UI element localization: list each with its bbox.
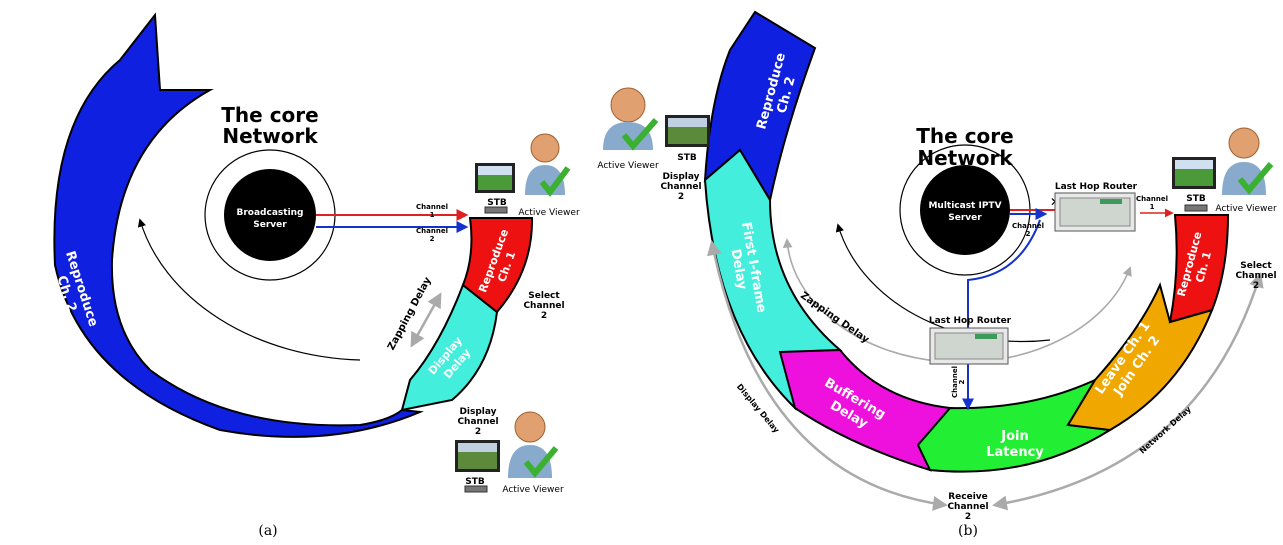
viewer-icon-left (603, 87, 659, 151)
first-iframe-label-line2: Delay (728, 248, 750, 291)
channel2-label-b-line1: Channel (1012, 222, 1044, 230)
zapping-delay-arrow (410, 292, 442, 348)
panel-a: The core Network Broadcasting Server Cha… (53, 12, 580, 539)
zapping-delay-label: Zapping Delay (386, 275, 434, 352)
select-channel-b-line3: 2 (1253, 281, 1259, 291)
display-channel-line2: Channel (457, 417, 498, 427)
channel2-label-b-line2: 2 (1026, 230, 1031, 238)
caption-a: (a) (258, 523, 277, 539)
stb-label-left: STB (677, 153, 697, 163)
channel1-label-line1: Channel (416, 203, 448, 211)
zapping-arc-arrow (137, 218, 361, 361)
network-delay-arrow (992, 272, 1264, 511)
server-label-line2-b: Server (948, 213, 982, 223)
select-channel-line1: Select (528, 291, 560, 301)
stb-label: STB (487, 198, 507, 208)
channel2-vertical-label-line2: 2 (958, 379, 966, 384)
server-label-line1: Broadcasting (237, 208, 304, 218)
viewer-label-bottom: Active Viewer (502, 485, 564, 495)
stb-icon-bottom (464, 485, 488, 493)
network-delay-label-b: Network Delay (1138, 404, 1194, 455)
join-latency-label-line2: Latency (986, 445, 1044, 460)
tv-icon (475, 163, 515, 193)
viewer-icon-right (1222, 127, 1274, 195)
segment-display-delay (400, 283, 499, 412)
segment-reproduce-ch1 (461, 217, 534, 314)
stb-icon-right (1184, 204, 1208, 212)
last-hop-router-top (1054, 192, 1136, 232)
caption-b: (b) (958, 523, 978, 539)
channel2-label-line2: 2 (430, 235, 435, 243)
tv-icon-right (1172, 157, 1216, 189)
tv-icon-bottom (455, 440, 500, 472)
viewer-label: Active Viewer (518, 208, 580, 218)
router-mid-label: Last Hop Router (929, 316, 1012, 326)
select-channel-b-line2: Channel (1235, 271, 1276, 281)
select-channel-b-line1: Select (1240, 261, 1272, 271)
channel1-label-b-line2: 1 (1150, 203, 1155, 211)
display-channel-b-line1: Display (662, 172, 699, 182)
viewer-icon-bottom (508, 411, 559, 478)
router-top-label: Last Hop Router (1055, 182, 1138, 192)
channel2-path-b (962, 219, 1041, 411)
select-channel-line3: 2 (541, 311, 547, 321)
multicast-server-node (920, 165, 1010, 255)
viewer-icon (525, 133, 571, 197)
stb-label-right: STB (1186, 194, 1206, 204)
panel-b: ✕ (597, 10, 1277, 539)
stb-label-bottom: STB (465, 477, 485, 487)
core-title-line1-b: The core (916, 124, 1013, 148)
server-label-line2: Server (253, 220, 287, 230)
select-channel-line2: Channel (523, 301, 564, 311)
channel2-vertical-label-line1: Channel (951, 366, 959, 398)
display-channel-line1: Display (459, 407, 496, 417)
last-hop-router-mid (929, 327, 1009, 365)
core-title-line2: Network (222, 124, 318, 148)
display-channel-b-line2: Channel (660, 182, 701, 192)
receive-channel-line1: Receive (948, 492, 988, 502)
core-title-line1: The core (221, 103, 318, 127)
tv-icon-left (665, 115, 710, 147)
receive-channel-line2: Channel (947, 502, 988, 512)
viewer-label-left: Active Viewer (597, 161, 659, 171)
stb-icon (484, 206, 508, 214)
segment-reproduce-ch2 (53, 12, 424, 438)
server-label-line1-b: Multicast IPTV (928, 201, 1001, 211)
server-node (224, 169, 316, 261)
display-delay-label-b: Display Delay (735, 382, 782, 435)
core-title-line2-b: Network (917, 146, 1013, 170)
channel2-label-line1: Channel (416, 227, 448, 235)
channel1-label-b-line1: Channel (1136, 195, 1168, 203)
display-delay-arrow (707, 240, 948, 511)
channel1-label-line2: 1 (430, 211, 435, 219)
display-channel-line3: 2 (475, 427, 481, 437)
viewer-label-right: Active Viewer (1215, 204, 1277, 214)
display-channel-b-line3: 2 (678, 192, 684, 202)
join-latency-label-line1: Join (1000, 429, 1028, 444)
receive-channel-line3: 2 (965, 512, 971, 522)
